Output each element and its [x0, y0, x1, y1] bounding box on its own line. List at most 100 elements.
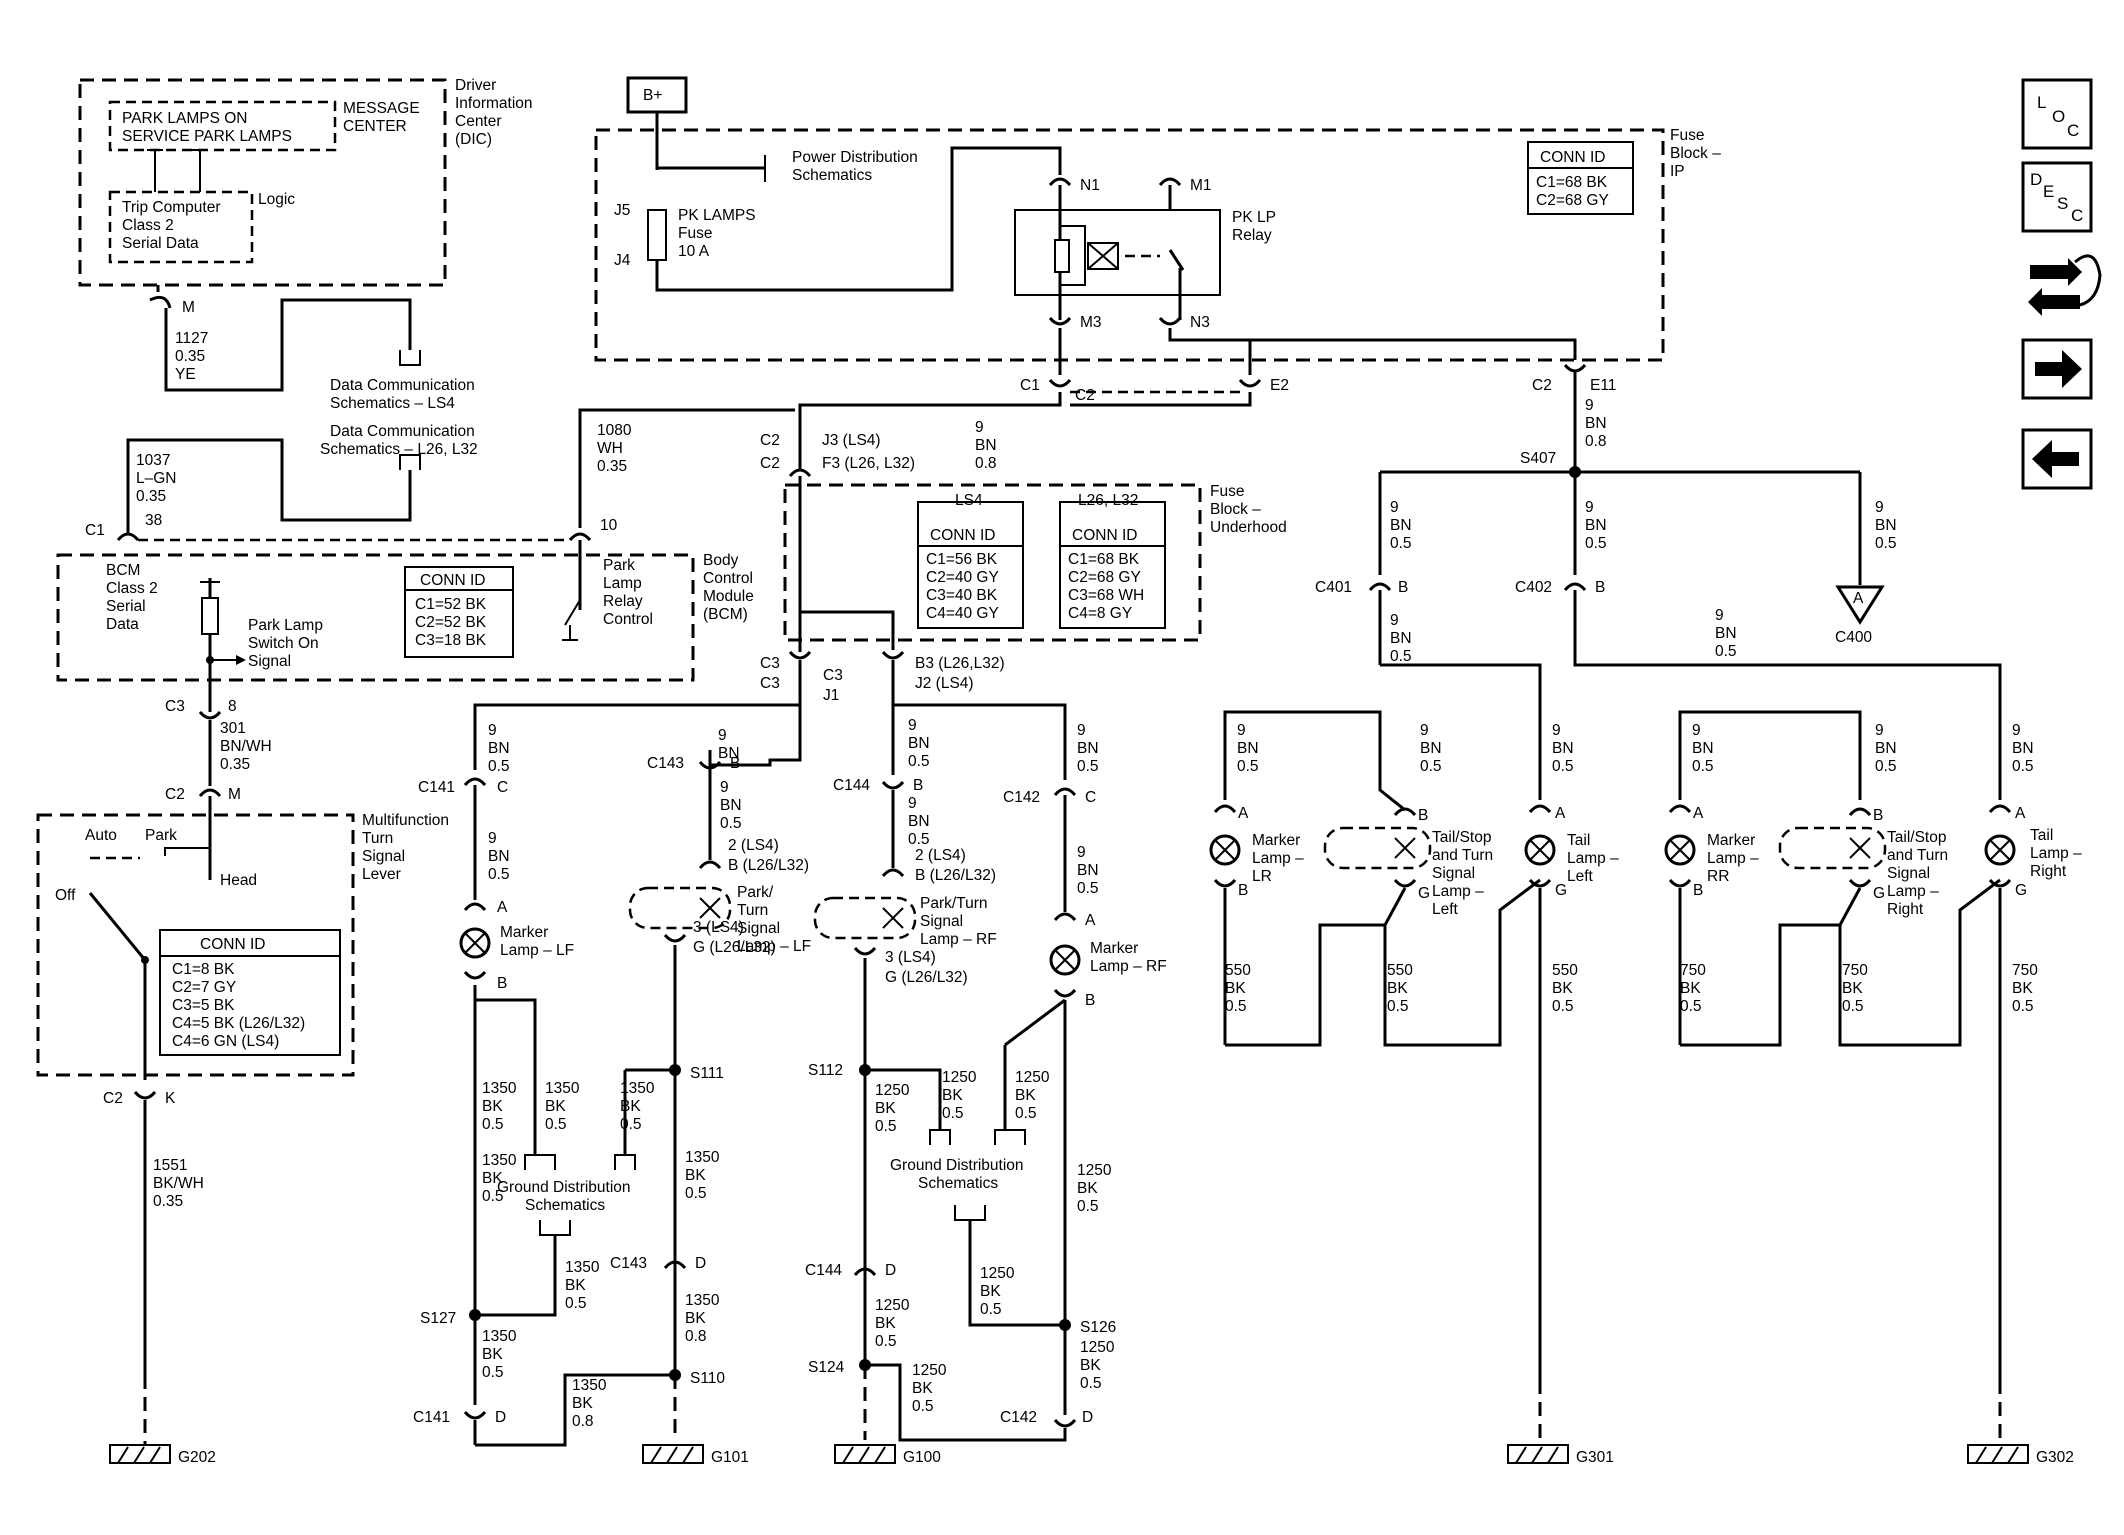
prev-arrow-button[interactable] — [2021, 428, 2093, 490]
fuse-block-underhood: C2 C2 J3 (LS4) F3 (L26, L32) 9 BN 0.8 LS… — [760, 419, 1287, 704]
ptlf-w2-c: 0.5 — [720, 815, 742, 832]
gl-w3-a: 1350 — [620, 1080, 655, 1097]
ptrf-w-b: BN — [908, 735, 930, 752]
uh-c2b: C2 — [760, 455, 780, 472]
frf-pinB: B — [1085, 992, 1095, 1009]
dic-msg-2: SERVICE PARK LAMPS — [122, 128, 292, 145]
ptlf-l26-b: B (L26/L32) — [728, 857, 809, 874]
gr-w2-a: 1250 — [942, 1069, 977, 1086]
marker-rf-1: Marker — [1090, 940, 1138, 957]
gr-w5-b: BK — [1077, 1180, 1098, 1197]
bcm-label-3: Serial — [106, 598, 146, 615]
ptrf-w2-b: BN — [908, 813, 930, 830]
relay-m3: M3 — [1080, 314, 1102, 331]
rr-w750c-b: BK — [2012, 980, 2033, 997]
pwr-dist-1: Power Distribution — [792, 149, 918, 166]
c142d-pin: D — [1082, 1409, 1093, 1426]
bcm-c3: C3 — [165, 698, 185, 715]
connector-view-icon[interactable] — [2028, 254, 2102, 316]
w1551-c: 0.35 — [153, 1193, 183, 1210]
w1551-a: 1551 — [153, 1157, 187, 1174]
c143d-pin: D — [695, 1255, 706, 1272]
bcm-pin38: 38 — [145, 512, 162, 529]
park-lf-3: Signal — [737, 920, 780, 937]
rr-t-pinG: G — [2015, 882, 2027, 899]
dic-title-2: Information — [455, 95, 533, 112]
c402-pin: B — [1595, 579, 1605, 596]
mf-conn-5: C4=6 GN (LS4) — [172, 1033, 279, 1050]
bcm-conn-1: C1=52 BK — [415, 596, 487, 613]
rl-w3-b: BN — [1552, 740, 1574, 757]
g302-label: G302 — [2036, 1449, 2074, 1466]
rw402b-a: 9 — [1715, 607, 1724, 624]
dic-logic: Logic — [258, 191, 295, 208]
rl-tail-2: Lamp – — [1567, 850, 1619, 867]
ptlf-ls4-2: 2 (LS4) — [728, 837, 779, 854]
dic-title-3: Center — [455, 113, 502, 130]
uh-ls4-1: C1=56 BK — [926, 551, 998, 568]
gr-w3-b: BK — [1015, 1087, 1036, 1104]
c143d-label: C143 — [610, 1255, 647, 1272]
c144-pin: B — [913, 777, 923, 794]
rl-marker-2: Lamp – — [1252, 850, 1304, 867]
w1037-c: 0.35 — [136, 488, 166, 505]
front-marker-rf: 9 BN 0.5 C142 C 9 BN 0.5 A Marker Lamp –… — [1003, 722, 1167, 1415]
w1037-a: 1037 — [136, 452, 170, 469]
s112-label: S112 — [808, 1062, 843, 1079]
rl-w2-b: BN — [1420, 740, 1442, 757]
c141d-pin: D — [495, 1409, 506, 1426]
c144-label: C144 — [833, 777, 870, 794]
gr-gds-1: Ground Distribution — [890, 1157, 1024, 1174]
uh-j3: J3 (LS4) — [822, 432, 881, 449]
front-marker-lf: 9 BN 0.5 C141 C 9 BN 0.5 A Marker Lamp –… — [418, 722, 574, 992]
uh-ls4: LS4 — [955, 492, 983, 509]
gr-w7-a: 1250 — [875, 1297, 910, 1314]
rl-w550c-b: BK — [1552, 980, 1573, 997]
loc-c: C — [2067, 121, 2079, 140]
w1080-b: WH — [597, 440, 623, 457]
mf-conn-1: C1=8 BK — [172, 961, 235, 978]
rl-w3-c: 0.5 — [1552, 758, 1574, 775]
g101-label: G101 — [711, 1449, 749, 1466]
gl-w6-a: 1350 — [685, 1149, 720, 1166]
desc-button[interactable]: D E S C — [2021, 161, 2093, 233]
rw402-c: 0.5 — [1585, 535, 1607, 552]
g202-label: G202 — [178, 1449, 216, 1466]
rr-ts-1: Tail/Stop — [1887, 829, 1946, 846]
rr-w3-c: 0.5 — [2012, 758, 2034, 775]
rw401-c: 0.5 — [1390, 535, 1412, 552]
next-arrow-button[interactable] — [2021, 338, 2093, 400]
mf-park: Park — [145, 827, 177, 844]
rr-marker-1: Marker — [1707, 832, 1755, 849]
gl-w3-b: BK — [620, 1098, 641, 1115]
w1037-b: L–GN — [136, 470, 177, 487]
rear-distribution: 9 BN 0.5 9 BN 0.5 9 BN 0.5 C401 B C402 B… — [1315, 470, 2002, 800]
c144d-label: C144 — [805, 1262, 842, 1279]
rl-w550b-b: BK — [1387, 980, 1408, 997]
rl-w1-b: BN — [1237, 740, 1259, 757]
rl-w550b-a: 550 — [1387, 962, 1413, 979]
ip-name-1: Fuse — [1670, 127, 1704, 144]
mf-head: Head — [220, 872, 257, 889]
mf-conn-title: CONN ID — [200, 936, 265, 953]
uh-w9-b: BN — [975, 437, 997, 454]
w301-b: BN/WH — [220, 738, 272, 755]
rr-w750b-b: BK — [1842, 980, 1863, 997]
gr-w2-c: 0.5 — [942, 1105, 964, 1122]
gl-w6-b: BK — [685, 1167, 706, 1184]
w1127-c: YE — [175, 366, 196, 383]
ground-g202: G202 — [109, 1444, 216, 1466]
park-rf-3: Lamp – RF — [920, 931, 997, 948]
trip-3: Serial Data — [122, 235, 199, 252]
trip-2: Class 2 — [122, 217, 174, 234]
gl-w3-c: 0.5 — [620, 1116, 642, 1133]
rl-w550b-c: 0.5 — [1387, 998, 1409, 1015]
uh-l26-2: C2=68 GY — [1068, 569, 1141, 586]
loc-button[interactable]: L O C — [2021, 78, 2093, 150]
w1127-a: 1127 — [175, 330, 208, 347]
c400-pin: A — [1853, 590, 1864, 607]
bcm-switch-2: Switch On — [248, 635, 319, 652]
bcm-switch-1: Park Lamp — [248, 617, 323, 634]
arrow-right-icon — [2035, 350, 2082, 388]
rl-ts-1: Tail/Stop — [1432, 829, 1491, 846]
